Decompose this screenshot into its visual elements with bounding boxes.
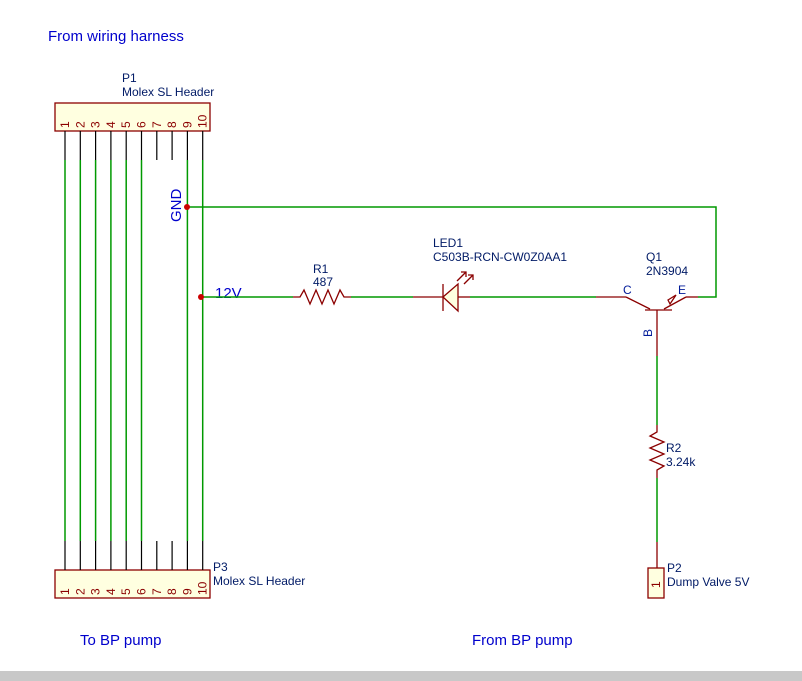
led1-arrow-2: [463, 274, 474, 285]
header-bus-wires: [64, 131, 204, 570]
transistor-q1: Q1 2N3904 C E B: [596, 250, 698, 356]
p3-pin-10: 10: [196, 581, 210, 595]
p3-pin-4: 4: [104, 588, 118, 595]
q1-pin-e: E: [678, 283, 686, 297]
p3-pin-7: 7: [150, 588, 164, 595]
p1-pin-7: 7: [150, 121, 164, 128]
p2-value: Dump Valve 5V: [667, 575, 749, 589]
r1-body: [293, 288, 351, 306]
p1-pin-6: 6: [135, 121, 149, 128]
q1-emitter-arrow: [667, 294, 677, 306]
p1-body: [54, 102, 211, 132]
resistor-r2: R2 3.24k: [648, 425, 696, 478]
p3-body: [54, 569, 211, 599]
p1-value: Molex SL Header: [122, 85, 214, 99]
led-led1: LED1 C503B-RCN-CW0Z0AA1: [413, 236, 567, 313]
p3-pin-2: 2: [73, 588, 87, 595]
p3-pin-1: 1: [58, 588, 72, 595]
p3-pin-5: 5: [119, 588, 133, 595]
led1-arrow-1: [456, 271, 467, 282]
p1-pin-8: 8: [165, 121, 179, 128]
connector-p2: 1 P2 Dump Valve 5V: [647, 542, 749, 599]
p1-pin-2: 2: [73, 121, 87, 128]
p1-pin-9: 9: [180, 121, 194, 128]
note-to-bp-pump: To BP pump: [80, 632, 161, 649]
p2-ref: P2: [667, 561, 682, 575]
r1-ref: R1: [313, 262, 329, 276]
p1-pin-3: 3: [89, 121, 103, 128]
led1-arrowhead-1: [461, 271, 467, 277]
junction-12v: [198, 294, 204, 300]
p3-value: Molex SL Header: [213, 574, 305, 588]
p3-ref: P3: [213, 560, 228, 574]
p3-pin-6: 6: [135, 588, 149, 595]
q1-emitter: [663, 296, 687, 310]
p1-pin-1: 1: [58, 121, 72, 128]
net-label-12v: 12V: [215, 285, 242, 302]
p3-pin-3: 3: [89, 588, 103, 595]
bottom-scrollbar-area: [0, 671, 802, 681]
led1-arrowhead-2: [468, 274, 474, 280]
note-from-wiring-harness: From wiring harness: [48, 28, 184, 45]
p1-ref: P1: [122, 71, 137, 85]
p1-pin-4: 4: [104, 121, 118, 128]
q1-pin-b: B: [641, 329, 655, 337]
p2-body: [647, 567, 665, 599]
p2-pin-number: 1: [649, 581, 663, 588]
p1-pin-5: 5: [119, 121, 133, 128]
junction-gnd: [184, 204, 190, 210]
net-label-gnd: GND: [168, 189, 185, 223]
r2-ref: R2: [666, 441, 682, 455]
q1-ref: Q1: [646, 250, 662, 264]
p3-pin-8: 8: [165, 588, 179, 595]
r2-value: 3.24k: [666, 455, 696, 469]
note-from-bp-pump: From BP pump: [472, 632, 573, 649]
resistor-r1: R1 487: [293, 262, 351, 306]
p3-pin-9: 9: [180, 588, 194, 595]
wire-gnd: [187, 206, 717, 298]
q1-pin-c: C: [623, 283, 632, 297]
r1-value: 487: [313, 275, 333, 289]
p1-pin-10: 10: [196, 114, 210, 128]
led1-ref: LED1: [433, 236, 463, 250]
led1-triangle: [442, 282, 459, 313]
r2-body: [648, 425, 666, 478]
q1-collector: [625, 296, 651, 310]
led1-value: C503B-RCN-CW0Z0AA1: [433, 250, 567, 264]
q1-value: 2N3904: [646, 264, 688, 278]
